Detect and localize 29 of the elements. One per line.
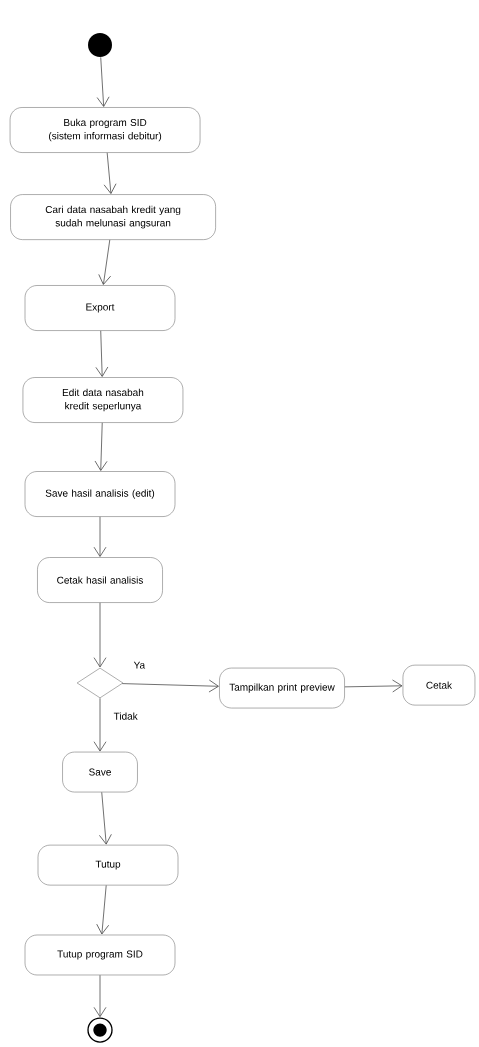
arrow [121,679,219,693]
action-box: Tutup program SID [24,934,176,976]
arrow [93,602,107,668]
decision-diamond [76,667,124,699]
edge-label: Ya [133,661,146,669]
arrow [99,791,112,845]
action-box: Save [62,751,138,793]
action-box: Cari data nasabah kredit yang sudah melunasi angsuran [10,194,216,240]
end-node [87,1017,113,1043]
action-box: Save hasil analisis (edit) [24,471,176,517]
action-box: Tutup [37,844,179,886]
arrow [93,697,107,752]
action-box: Cetak hasil analisis [37,557,163,603]
arrow [98,239,112,285]
action-box: Buka program SID (sistem informasi debitur) [9,107,201,153]
arrow [95,330,109,377]
arrow [344,679,403,693]
arrow [103,152,117,194]
action-box: Tampilkan print preview [219,667,345,709]
arrow [94,422,108,471]
arrow [96,56,110,107]
action-box: Cetak [402,664,476,706]
arrow [93,974,107,1018]
edge-label: Tidak [113,712,138,720]
action-box: Edit data nasabah kredit seperlunya [22,377,184,423]
action-box: Export [24,285,176,331]
arrow [96,885,110,935]
arrow [93,516,107,557]
start-node [88,33,112,58]
